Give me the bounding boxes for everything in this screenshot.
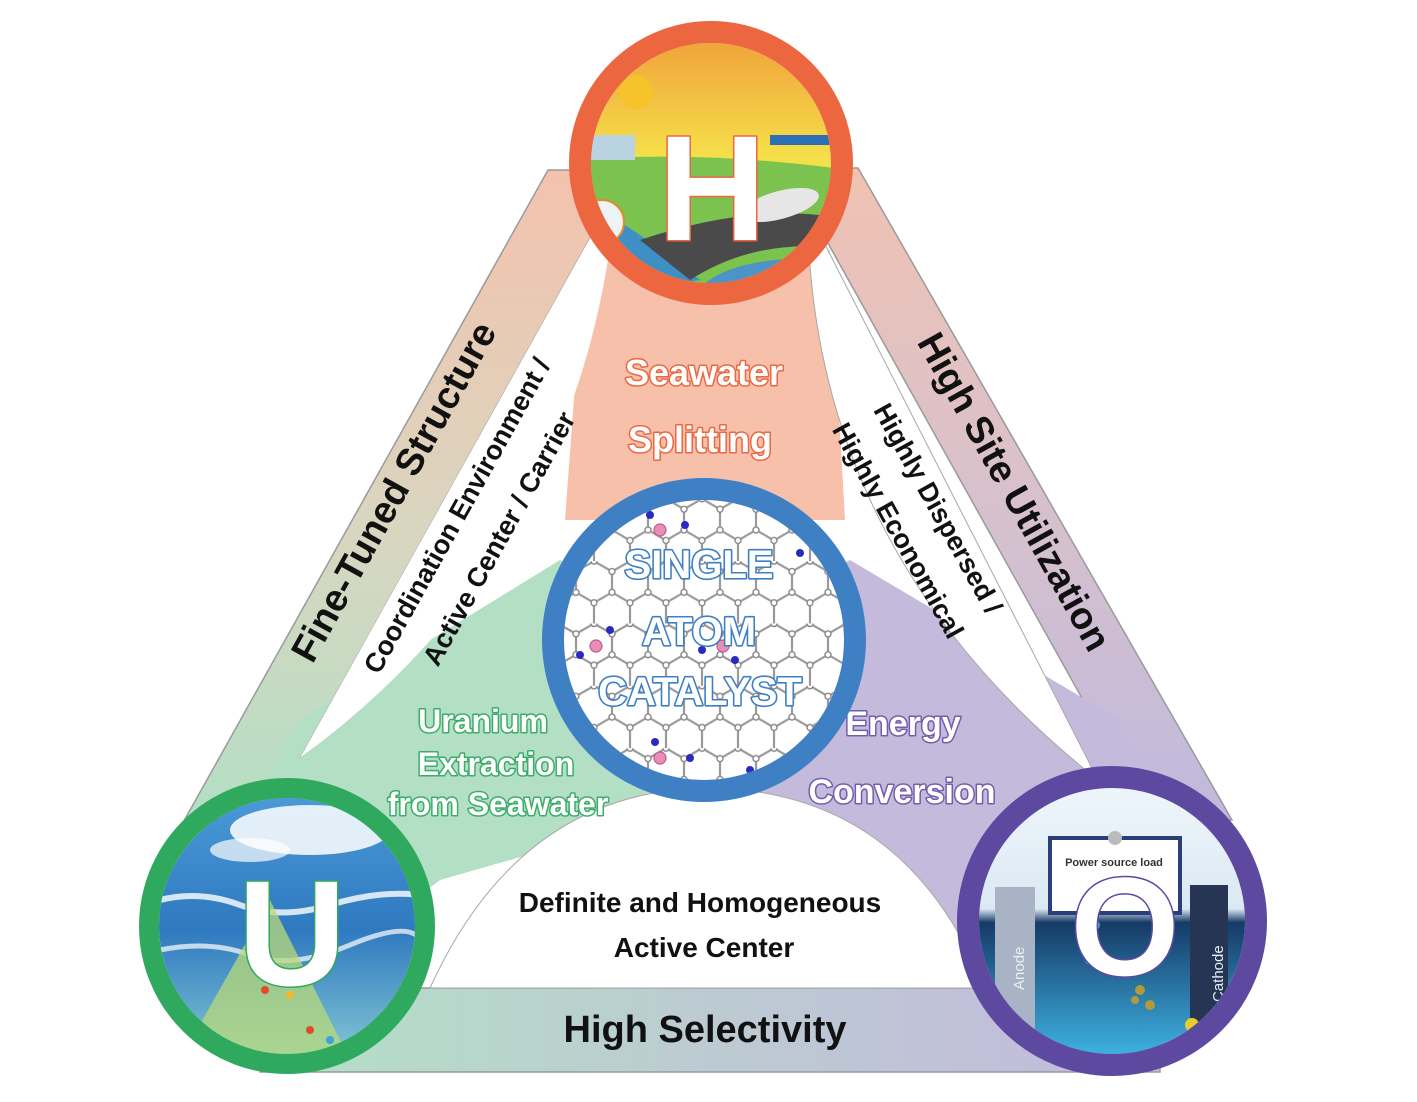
center-single-atom-catalyst: SINGLE ATOM CATALYST: [542, 478, 866, 802]
sector-seawater-splitting-fill: [565, 250, 845, 520]
seawater-splitting-line-1: Seawater: [625, 352, 783, 393]
h-ring: [569, 21, 853, 305]
ocean-scene-icon: [159, 798, 415, 1054]
power-source-load-label: Power source load: [1065, 857, 1163, 869]
o-ring: [957, 766, 1267, 1076]
bottom-edge-label: High Selectivity: [564, 1009, 847, 1051]
bottom-edge-detail-1: Definite and Homogeneous: [519, 887, 881, 918]
center-line-2: ATOM: [642, 610, 756, 654]
cathode-label: Cathode: [1210, 945, 1227, 1002]
seawater-splitting-line-2: Splitting: [628, 419, 772, 460]
center-line-3: CATALYST: [598, 670, 802, 714]
right-lens: [785, 167, 1099, 781]
h-letter: H: [658, 104, 766, 272]
node-u-uranium: U: [139, 778, 435, 1074]
uranium-extraction-line-3: from Seawater: [388, 786, 609, 822]
triangle-frame: [178, 167, 1234, 1073]
center-line-1: SINGLE: [625, 543, 774, 587]
node-h-hydrogen: H: [569, 21, 853, 305]
graphene-lattice-icon: [564, 500, 844, 780]
white-regions: [299, 167, 1099, 989]
u-letter: U: [238, 849, 346, 1017]
center-ring: [542, 478, 866, 802]
u-ring: [139, 778, 435, 1074]
o-letter: O: [1071, 848, 1180, 1005]
energy-conversion-line-1: Energy: [845, 705, 960, 743]
energy-conversion-line-2: Conversion: [808, 773, 995, 811]
bottom-edge-detail-2: Active Center: [614, 932, 795, 963]
application-labels: Seawater Splitting Uranium Extraction fr…: [386, 351, 997, 824]
electrochemical-cell-icon: Power source load Anode Cathode: [979, 788, 1245, 1054]
uranium-extraction-line-1: Uranium: [418, 703, 548, 739]
anode-label: Anode: [1011, 947, 1028, 990]
node-o-oxygen: Power source load Anode Cathode O: [957, 766, 1267, 1076]
uranium-extraction-line-2: Extraction: [418, 746, 574, 782]
